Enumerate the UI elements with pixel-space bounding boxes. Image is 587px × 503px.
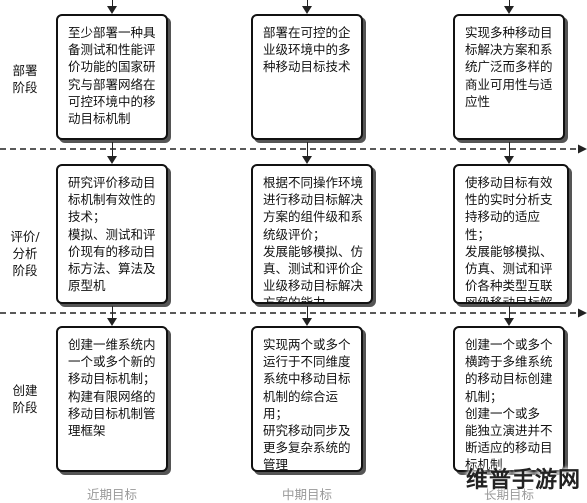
timeline-mid-term: 中期目标: [281, 487, 332, 502]
arrow-long-top: [504, 0, 515, 14]
arrow-near-create: [107, 306, 118, 326]
box-create-mid-term: 实现两个或多个 运行于不同维度 系统中移动目标 机制的综合运用； 研究移动同步及…: [251, 326, 363, 472]
arrow-long-eval: [504, 142, 515, 164]
timeline-long-term: 长期目标: [483, 487, 534, 502]
arrow-near-top: [107, 0, 118, 14]
arrow-mid-create: [302, 306, 313, 326]
box-evaluate-mid-term: 根据不同操作环境 进行移动目标解决 方案的组件级和系 统级评价； 发展能够模拟、…: [251, 164, 373, 304]
divider-evaluate-create: [0, 308, 587, 318]
arrow-mid-top: [302, 0, 313, 14]
box-evaluate-long-term: 使移动目标有效 性的实时分析支 持移动的适应性； 发展能够模拟、 仿真、测试和评…: [453, 164, 569, 304]
divider-deploy-evaluate: [0, 144, 587, 154]
box-create-long-term: 创建一个或多个 横跨于多维系统 的移动目标创建 机制； 创建一个或多 能独立演进…: [453, 326, 565, 472]
box-deploy-near-term: 至少部署一种具 备测试和性能评 价功能的国家研 究与部署网络在 可控环境中的移 …: [56, 14, 168, 140]
timeline-near-term: 近期目标: [86, 487, 137, 502]
stage-label-create: 创建 阶段: [12, 383, 38, 415]
box-evaluate-near-term: 研究评价移动目 标机制有效性的 技术； 模拟、测试和评 价现有的移动目 标方法、…: [56, 164, 168, 304]
stage-label-deploy: 部署 阶段: [12, 63, 38, 95]
arrow-mid-eval: [302, 142, 313, 164]
box-deploy-mid-term: 部署在可控的企 业级环境中的多 种移动目标技术: [251, 14, 363, 140]
stage-label-evaluate: 评价/ 分析 阶段: [10, 229, 40, 278]
box-create-near-term: 创建一维系统内 一个或多个新的 移动目标机制； 构建有限网络的 移动目标机制管 …: [56, 326, 168, 472]
watermark-logo: 维普手游网: [465, 468, 581, 493]
box-deploy-long-term: 实现多种移动目 标解决方案和系 统广泛而多样的 商业可用性与适 应性: [453, 14, 565, 140]
arrow-near-eval: [107, 142, 118, 164]
arrow-long-create: [504, 306, 515, 326]
